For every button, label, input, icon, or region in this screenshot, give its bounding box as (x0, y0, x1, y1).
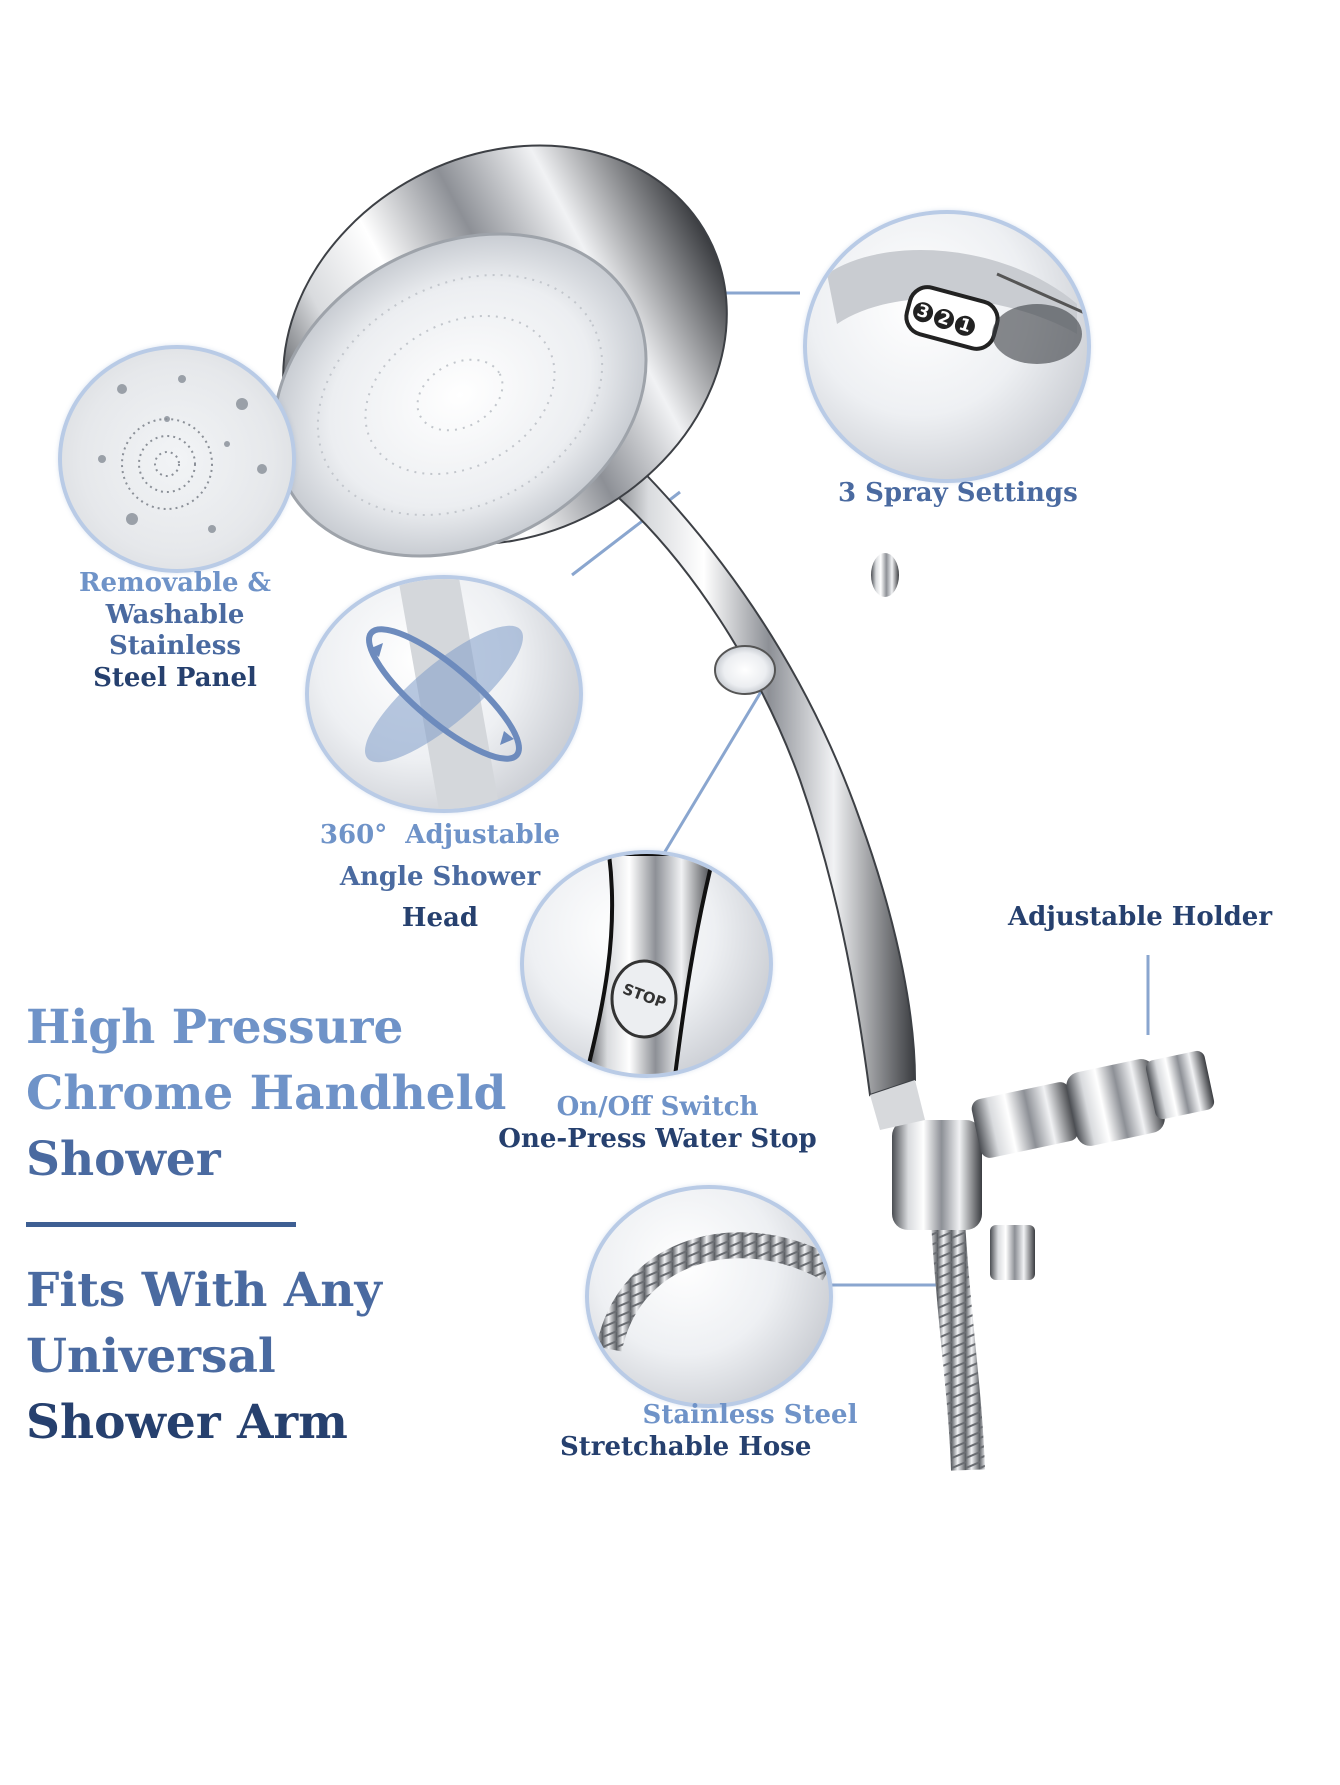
panel-detail-bubble (58, 345, 296, 573)
angle-feature-label: 360° Adjustable Angle Shower Head (319, 820, 561, 934)
hose-feature-label: Stainless Steel Stretchable Hose (560, 1400, 858, 1462)
stop-switch-bubble: STOP (520, 850, 773, 1078)
rotation-bubble (305, 575, 583, 813)
panel-feature-label: Removable & Washable Stainless Steel Pan… (78, 568, 272, 694)
spray-settings-label: 3 Spray Settings (838, 478, 1078, 508)
switch-feature-label: On/Off Switch One-Press Water Stop (498, 1092, 817, 1154)
headline-divider (26, 1222, 296, 1227)
holder-feature-label: Adjustable Holder (1008, 902, 1273, 932)
subheadline: Fits With Any Universal Shower Arm (26, 1263, 382, 1450)
headline: High Pressure Chrome Handheld Shower (26, 1000, 507, 1187)
hose-bubble (585, 1185, 833, 1408)
